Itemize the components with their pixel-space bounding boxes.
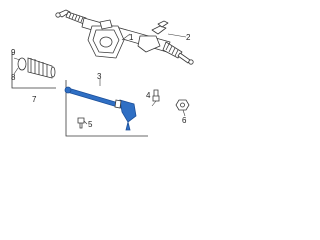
callout-5: 5: [88, 120, 93, 129]
leader-lines: [13, 33, 187, 125]
callout-2: 2: [186, 33, 191, 42]
bellows-boot: [27, 57, 53, 79]
hardware: [152, 89, 190, 111]
callout-9: 9: [11, 48, 16, 57]
boot-kit: [11, 52, 56, 89]
jam-nut: [114, 99, 122, 109]
tie-rod-kit: [64, 80, 148, 137]
parts-diagram: 1 2 3 4 5 6 7 8 9: [11, 9, 194, 137]
callout-8: 8: [11, 73, 16, 82]
stud-nut: [152, 89, 160, 102]
callout-3: 3: [97, 72, 102, 81]
boot-clamp: [17, 57, 27, 71]
callout-6: 6: [182, 116, 187, 125]
callout-7: 7: [32, 95, 37, 104]
outer-tie-rod-end: [119, 99, 137, 123]
callout-1: 1: [129, 33, 134, 42]
inner-tie-rod: [66, 87, 123, 109]
callout-4: 4: [146, 91, 151, 100]
bolt: [77, 117, 85, 129]
steering-gear-assembly: [55, 9, 194, 65]
